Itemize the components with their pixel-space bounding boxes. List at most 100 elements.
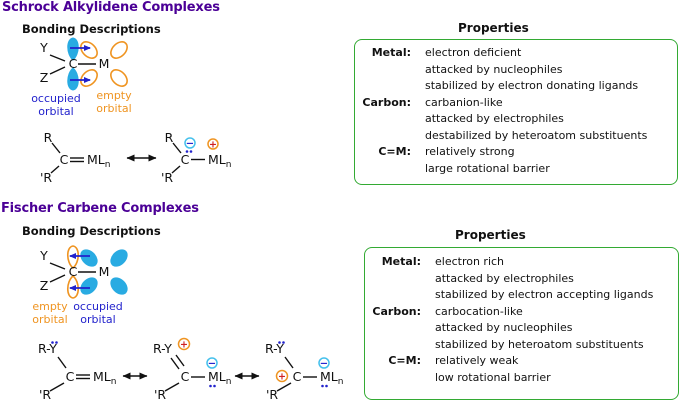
property-label: C=M:: [378, 145, 411, 158]
fischer-resonance-structures: R-Y C MLn 'R R-Y + C − MLn 'R: [38, 337, 343, 402]
property-label: Metal:: [371, 46, 411, 59]
atom-label-C: C: [181, 152, 190, 167]
lone-pair-dot: [213, 384, 216, 388]
metal-orbital-caption: occupied: [73, 300, 123, 313]
fischer-section-title: Fischer Carbene Complexes: [1, 201, 199, 216]
property-line: stabilized by electron donating ligands: [425, 79, 639, 92]
property-lines: relatively weak low rotational barrier: [435, 353, 551, 386]
schrock-section-title: Schrock Alkylidene Complexes: [2, 0, 220, 15]
lone-pair-dot: [325, 384, 328, 388]
d-orbital-lobe: [80, 249, 98, 267]
property-line: destabilized by heteroatom substituents: [425, 128, 648, 142]
property-line: low rotational barrier: [435, 370, 551, 384]
lone-pair-dot: [282, 341, 285, 344]
d-orbital-lobe: [110, 41, 128, 59]
property-line: electron rich: [435, 255, 505, 268]
lone-pair-dot: [321, 384, 324, 388]
ML-label: ML: [320, 369, 338, 384]
metal-group-label: MLn: [208, 369, 231, 387]
n-subscript: n: [111, 377, 117, 387]
bond-line: [284, 356, 294, 369]
lone-pair-dot: [51, 341, 54, 344]
carbon-orbital-caption: empty: [32, 300, 68, 313]
lone-pair-dot: [278, 341, 281, 344]
atom-label-C: C: [60, 152, 69, 167]
ML-label: ML: [87, 152, 105, 167]
p-orbital-lobe: [67, 37, 79, 61]
resonance-structure-3: R-Y + C − MLn 'R: [265, 341, 343, 402]
bond-line: [172, 142, 182, 154]
property-row: Carbon: carbanion-like attacked by elect…: [355, 95, 677, 145]
property-line: attacked by nucleophiles: [435, 321, 573, 334]
bond-line: [51, 142, 61, 154]
lone-pair-dot: [185, 150, 189, 153]
atom-label-C: C: [293, 369, 302, 384]
metal-orbital-caption: orbital: [96, 102, 131, 115]
property-line: relatively strong: [425, 145, 515, 158]
p-orbital-lobe: [67, 67, 79, 91]
property-line: attacked by nucleophiles: [425, 62, 563, 76]
property-row: C=M: relatively strong large rotational …: [355, 144, 677, 177]
atom-label-Y: Y: [39, 248, 48, 263]
plus-charge-sign: +: [278, 372, 286, 383]
bond-line: [57, 356, 67, 369]
atom-label-Z: Z: [40, 70, 49, 85]
bond-line: [49, 54, 66, 62]
property-row: Carbon: carbocation-like attacked by nuc…: [365, 304, 678, 354]
double-bond-line: [175, 354, 185, 367]
atom-label-Rprime: 'R: [39, 387, 51, 402]
atom-label-Rprime: 'R: [266, 387, 278, 402]
n-subscript: n: [226, 377, 232, 387]
n-subscript: n: [338, 377, 344, 387]
minus-charge-icon: [318, 357, 330, 369]
minus-charge-icon: [184, 137, 196, 149]
minus-charge-sign: −: [186, 139, 194, 150]
schrock-bonding-heading: Bonding Descriptions: [22, 22, 161, 36]
schrock-orbital-diagram: Y Z C M occupied orbital empty orbital: [31, 37, 132, 118]
RY-group-label: R-Y: [38, 341, 57, 356]
atom-label-Z: Z: [40, 278, 49, 293]
metal-group-label: MLn: [320, 369, 343, 387]
bond-line: [49, 274, 66, 283]
property-label: Carbon:: [372, 304, 421, 318]
property-row: Metal: electron rich attacked by electro…: [365, 254, 678, 304]
d-orbital-lobe: [80, 277, 98, 295]
property-line: large rotational barrier: [425, 161, 550, 175]
atom-label-C: C: [66, 369, 75, 384]
d-orbital-lobe: [110, 69, 128, 87]
property-line: attacked by electrophiles: [425, 112, 564, 125]
fischer-orbital-diagram: Y Z C M empty orbital occupied orbital: [32, 245, 128, 326]
metal-orbital-caption: orbital: [80, 313, 115, 326]
double-bond-line: [170, 357, 180, 370]
property-label: Carbon:: [362, 95, 411, 109]
atom-label-R: R: [165, 130, 174, 145]
property-line: relatively weak: [435, 354, 519, 367]
lone-pair-dot: [209, 384, 212, 388]
property-line: carbocation-like: [435, 304, 523, 318]
property-lines: carbocation-like attacked by nucleophile…: [435, 304, 644, 354]
bond-line: [164, 382, 180, 392]
bond-line: [50, 165, 60, 174]
RY-group-label: R-Y: [265, 341, 284, 356]
resonance-structure-2: R C − + MLn 'R: [161, 130, 232, 185]
atom-label-C: C: [181, 369, 190, 384]
atom-label-Rprime: 'R: [154, 387, 166, 402]
bond-line: [171, 165, 181, 174]
atom-label-C: C: [69, 264, 78, 279]
minus-charge-sign: −: [208, 359, 216, 370]
property-lines: electron deficient attacked by nucleophi…: [425, 45, 638, 95]
bond-line: [276, 382, 292, 392]
plus-charge-sign: +: [180, 340, 188, 351]
resonance-structure-1: R C MLn 'R: [40, 130, 111, 185]
p-orbital-lobe: [66, 274, 80, 299]
property-lines: electron rich attacked by electrophiles …: [435, 254, 653, 304]
bond-line: [49, 262, 66, 270]
property-line: carbanion-like: [425, 95, 503, 109]
property-line: stabilized by electron accepting ligands: [435, 288, 654, 301]
atom-label-Rprime: 'R: [40, 170, 52, 185]
property-lines: carbanion-like attacked by electrophiles…: [425, 95, 647, 145]
plus-charge-icon: [207, 138, 219, 150]
ML-label: ML: [208, 369, 226, 384]
fischer-properties-box: Metal: electron rich attacked by electro…: [364, 247, 679, 400]
